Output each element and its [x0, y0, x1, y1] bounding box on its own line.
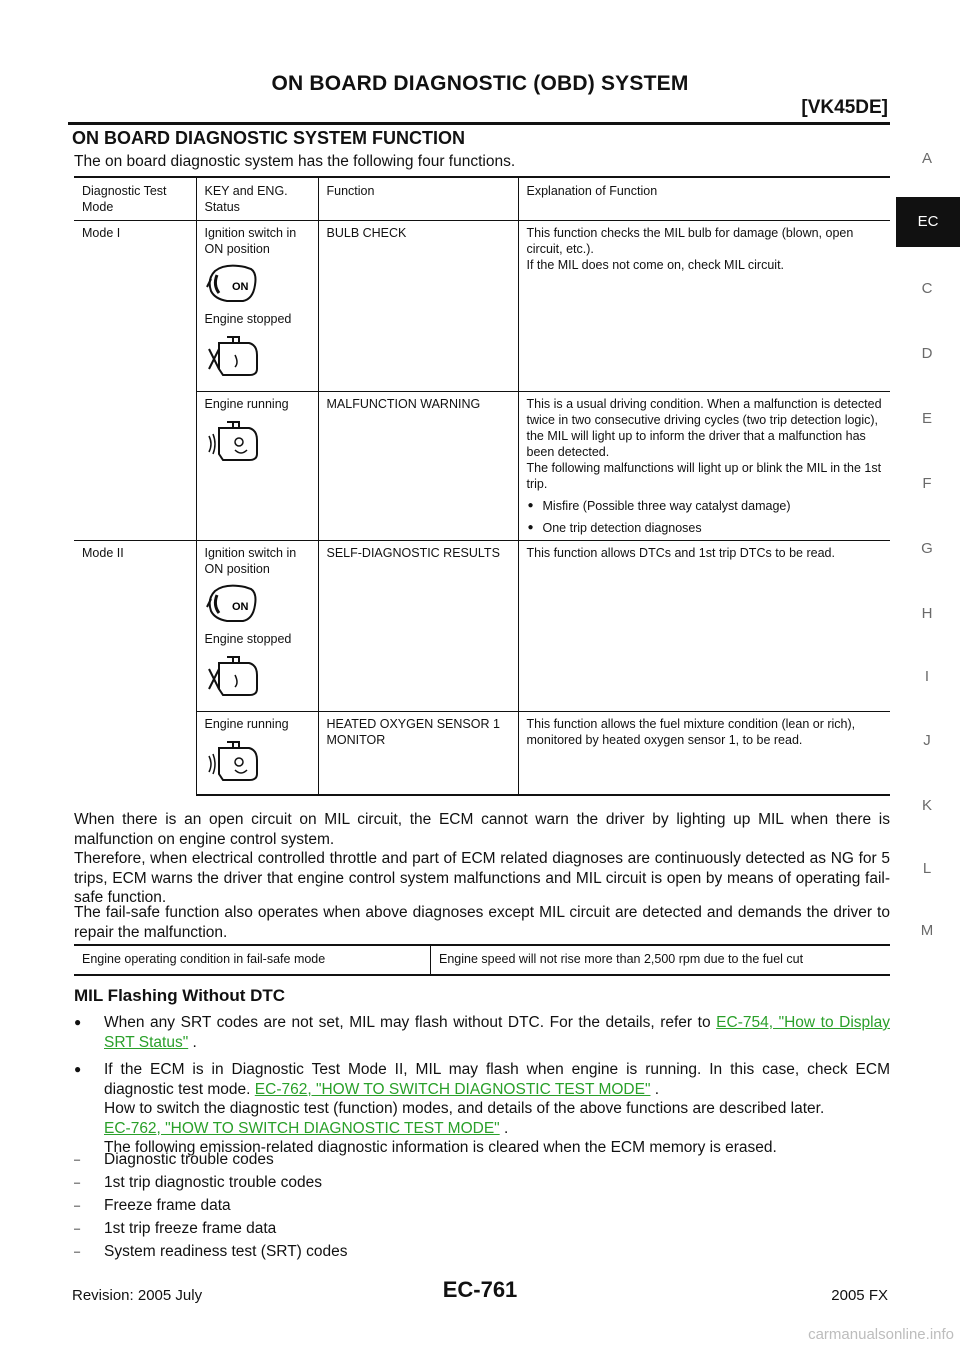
explanation-line: This is a usual driving condition. When …: [526, 397, 882, 459]
page-header-title: ON BOARD DIAGNOSTIC (OBD) SYSTEM: [271, 72, 689, 95]
diagnostic-functions-table: Diagnostic Test Mode KEY and ENG. Status…: [74, 176, 890, 796]
svg-text:ON: ON: [232, 281, 249, 293]
mode-cell: Mode II: [74, 540, 196, 795]
list-item: ● When any SRT codes are not set, MIL ma…: [74, 1013, 890, 1052]
table-row: Mode II Ignition switch in ON position O…: [74, 540, 890, 795]
paragraph: When there is an open circuit on MIL cir…: [74, 811, 890, 848]
th-explanation: Explanation of Function: [517, 176, 890, 221]
ignition-key-icon: ON: [205, 584, 256, 622]
explanation-cell: This is a usual driving condition. When …: [517, 391, 890, 541]
dash-icon: –: [74, 1153, 81, 1166]
bullet-text: The following emission-related diagnosti…: [104, 1139, 777, 1156]
section-index-tabs: A EC C D E F G H I J K L M: [894, 0, 960, 1358]
failsafe-result: Engine speed will not rise more than 2,5…: [430, 944, 890, 976]
ignition-key-icon: ON: [205, 264, 256, 302]
mil-flashing-title: MIL Flashing Without DTC: [74, 986, 286, 1005]
ign-on-label: Ignition switch in ON position: [204, 546, 297, 576]
list-item: –System readiness test (SRT) codes: [74, 1243, 348, 1260]
explanation-cell: This function allows the fuel mixture co…: [517, 711, 890, 796]
mode-cell: Mode I: [82, 226, 121, 240]
explanation-line: This function checks the MIL bulb for da…: [526, 226, 854, 256]
table-header-row: Diagnostic Test Mode KEY and ENG. Status…: [74, 176, 890, 221]
bullet-icon: ●: [74, 1015, 82, 1029]
svg-text:ON: ON: [232, 601, 249, 613]
function-cell: BULB CHECK: [317, 220, 518, 392]
engine-stopped-icon: [207, 656, 258, 696]
fail-safe-table: Engine operating condition in fail-safe …: [74, 944, 890, 976]
watermark: carmanualsonline.info: [808, 1326, 954, 1343]
tab-h[interactable]: H: [921, 605, 933, 622]
link-ec-762-second[interactable]: EC-762, "HOW TO SWITCH DIAGNOSTIC TEST M…: [104, 1119, 500, 1137]
engine-stopped-label: Engine stopped: [204, 632, 292, 646]
intro-text: The on board diagnostic system has the f…: [74, 153, 516, 170]
function-cell: MALFUNCTION WARNING: [317, 391, 518, 541]
table-row: Engine operating condition in fail-safe …: [74, 944, 890, 976]
status-cell: Ignition switch in ON position ON Engine…: [195, 220, 318, 392]
engine-running-label: Engine running: [204, 397, 289, 411]
bullet-text: .: [499, 1119, 509, 1137]
failsafe-condition: Engine operating condition in fail-safe …: [74, 944, 431, 976]
engine-running-label: Engine running: [204, 717, 289, 731]
list-item: ● If the ECM is in Diagnostic Test Mode …: [74, 1060, 890, 1158]
table-row: Mode I Ignition switch in ON position ON…: [74, 220, 890, 392]
table-row: Engine running MALFUNCTION WARNING This …: [74, 391, 890, 541]
list-item: –1st trip diagnostic trouble codes: [74, 1174, 322, 1191]
footer-model: 2005 FX: [831, 1287, 888, 1304]
bullet-text: If the ECM is in Diagnostic Test Mode II…: [104, 1061, 890, 1098]
list-item: –Freeze frame data: [74, 1197, 231, 1214]
header-rule: [68, 122, 890, 125]
th-status: KEY and ENG. Status: [195, 176, 318, 221]
paragraph: The fail-safe function also operates whe…: [74, 904, 890, 941]
th-function: Function: [317, 176, 518, 221]
explanation-cell: This function allows DTCs and 1st trip D…: [517, 540, 890, 712]
tab-k[interactable]: K: [921, 797, 932, 814]
list-item: –Diagnostic trouble codes: [74, 1151, 274, 1168]
bullet-icon: ●: [74, 1062, 82, 1076]
bullet-text: .: [650, 1080, 660, 1098]
bullet-text: When any SRT codes are not set, MIL may …: [104, 1014, 717, 1031]
th-mode: Diagnostic Test Mode: [74, 176, 196, 221]
bullet-text: .: [188, 1033, 197, 1051]
link-ec-762[interactable]: EC-762, "HOW TO SWITCH DIAGNOSTIC TEST M…: [254, 1080, 651, 1098]
dash-icon: –: [74, 1222, 81, 1235]
tab-f[interactable]: F: [922, 475, 932, 492]
tab-a[interactable]: A: [921, 150, 932, 167]
status-cell: Ignition switch in ON position ON Engine…: [195, 540, 318, 712]
dash-icon: –: [74, 1245, 81, 1258]
bullet-text: How to switch the diagnostic test (funct…: [104, 1100, 825, 1117]
table-row: Engine running HEATED OXYGEN SENSOR 1 MO…: [74, 711, 890, 796]
explanation-bullet: One trip detection diagnoses: [527, 520, 885, 536]
engine-running-icon: [207, 741, 258, 781]
tab-j[interactable]: J: [923, 732, 931, 749]
engine-stopped-icon: [207, 336, 258, 376]
function-cell: SELF-DIAGNOSTIC RESULTS: [317, 540, 518, 712]
function-cell: HEATED OXYGEN SENSOR 1 MONITOR: [317, 711, 518, 796]
list-item: –1st trip freeze frame data: [74, 1220, 277, 1237]
ign-on-label: Ignition switch in ON position: [204, 226, 297, 256]
explanation-line: If the MIL does not come on, check MIL c…: [526, 258, 785, 272]
status-cell: Engine running: [195, 711, 318, 796]
paragraph: Therefore, when electrical controlled th…: [74, 850, 890, 906]
tab-g[interactable]: G: [921, 540, 933, 557]
dash-icon: –: [74, 1176, 81, 1189]
tab-l[interactable]: L: [922, 860, 932, 877]
section-title: ON BOARD DIAGNOSTIC SYSTEM FUNCTION: [72, 128, 466, 148]
tab-i[interactable]: I: [924, 668, 930, 685]
explanation-line: The following malfunctions will light up…: [526, 461, 882, 491]
link-ec-754[interactable]: EC-754, "How to Display SRT Status": [104, 1014, 890, 1051]
explanation-bullet: Misfire (Possible three way catalyst dam…: [527, 498, 885, 514]
page-header-engine-code: [VK45DE]: [801, 97, 888, 118]
tab-e[interactable]: E: [921, 410, 932, 427]
tab-c[interactable]: C: [921, 280, 933, 297]
tab-ec[interactable]: EC: [896, 197, 960, 247]
footer-revision: Revision: 2005 July: [72, 1287, 203, 1304]
footer-page-number: EC-761: [442, 1277, 518, 1302]
engine-stopped-label: Engine stopped: [204, 312, 292, 326]
status-cell: Engine running: [195, 391, 318, 541]
explanation-cell: This function checks the MIL bulb for da…: [517, 220, 890, 392]
dash-icon: –: [74, 1199, 81, 1212]
tab-m[interactable]: M: [920, 922, 934, 939]
tab-d[interactable]: D: [921, 345, 933, 362]
engine-running-icon: [207, 421, 258, 461]
